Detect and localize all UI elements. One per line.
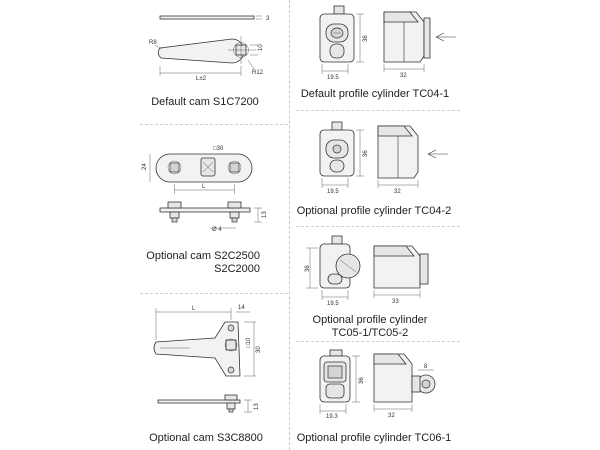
dim-3: 3 bbox=[266, 16, 270, 22]
dim-193-tc061: 19.3 bbox=[326, 414, 338, 420]
dim-195-tc041: 19.5 bbox=[327, 75, 339, 81]
caption-cylinder-tc05-line1: Optional profile cylinder bbox=[312, 314, 428, 326]
row-divider-right-2 bbox=[296, 226, 460, 227]
caption-cylinder-tc05: Optional profile cylinder TC05-1/TC05-2 bbox=[300, 314, 440, 340]
dim-14: 14 bbox=[238, 305, 245, 311]
dim-13-s3: 13 bbox=[254, 403, 260, 410]
dim-36-tc05: 36 bbox=[305, 265, 311, 272]
dim-36-tc041: 36 bbox=[363, 35, 369, 42]
dim-32-tc061: 32 bbox=[388, 413, 395, 419]
row-divider-right-1 bbox=[296, 110, 460, 111]
dim-8-tc061: 8 bbox=[424, 364, 428, 370]
cam-s3c8800-drawing: L 14 □10 30 13 bbox=[153, 305, 262, 413]
dim-32-tc041: 32 bbox=[400, 73, 407, 79]
cylinder-tc04-1-drawing: 36 19.5 32 bbox=[319, 5, 456, 81]
dim-l-s3: L bbox=[192, 306, 196, 312]
dim-36-tc042: 36 bbox=[363, 150, 369, 157]
caption-cylinder-tc04-2: Optional profile cylinder TC04-2 bbox=[296, 205, 452, 217]
row-divider-left-1 bbox=[140, 124, 288, 125]
dim-32-tc042: 32 bbox=[394, 189, 401, 195]
dim-36-tc061: 36 bbox=[359, 377, 365, 384]
column-divider bbox=[289, 0, 290, 450]
dim-phi4: Ø 4 bbox=[212, 227, 222, 233]
caption-cam-s2c2500: Optional cam S2C2500 S2C2000 bbox=[140, 250, 260, 276]
cam-s1c7200-drawing: 3 L±2 R8 10 R12 bbox=[149, 15, 270, 82]
dim-r12: R12 bbox=[252, 70, 264, 76]
dim-10: 10 bbox=[258, 44, 264, 51]
dim-l-s2: L bbox=[202, 184, 206, 190]
row-divider-left-2 bbox=[140, 293, 288, 294]
dim-24: 24 bbox=[142, 163, 148, 170]
caption-cam-s3c8800: Optional cam S3C8800 bbox=[149, 432, 263, 444]
caption-cylinder-tc06-1: Optional profile cylinder TC06-1 bbox=[296, 432, 452, 444]
cylinder-tc05-drawing: 36 19.5 33 bbox=[305, 235, 429, 307]
dim-sq30: □30 bbox=[213, 146, 224, 152]
row-divider-right-3 bbox=[296, 341, 460, 342]
caption-cylinder-tc05-line2: TC05-1/TC05-2 bbox=[331, 327, 409, 339]
dim-195-tc05: 19.5 bbox=[327, 301, 339, 307]
caption-cam-s2c2500-line1: Optional cam S2C2500 bbox=[146, 250, 260, 262]
dim-l-pm2: L±2 bbox=[196, 76, 207, 82]
caption-cylinder-tc04-1: Default profile cylinder TC04-1 bbox=[300, 88, 450, 100]
cam-s2c2500-drawing: □30 24 L 13 Ø 4 bbox=[142, 146, 268, 233]
cylinder-tc04-2-drawing: 36 19.5 32 bbox=[319, 121, 448, 195]
dim-33-tc05: 33 bbox=[392, 299, 399, 305]
dim-r8: R8 bbox=[149, 40, 157, 46]
dim-30: 30 bbox=[256, 346, 262, 353]
dim-195-tc042: 19.5 bbox=[327, 189, 339, 195]
dim-13: 13 bbox=[262, 211, 268, 218]
caption-cam-s1c7200: Default cam S1C7200 bbox=[151, 96, 259, 108]
cylinder-tc06-1-drawing: 36 19.3 8 32 bbox=[319, 349, 436, 420]
dim-sq10: □10 bbox=[246, 337, 252, 348]
caption-cam-s2c2500-line2: S2C2000 bbox=[214, 263, 260, 275]
